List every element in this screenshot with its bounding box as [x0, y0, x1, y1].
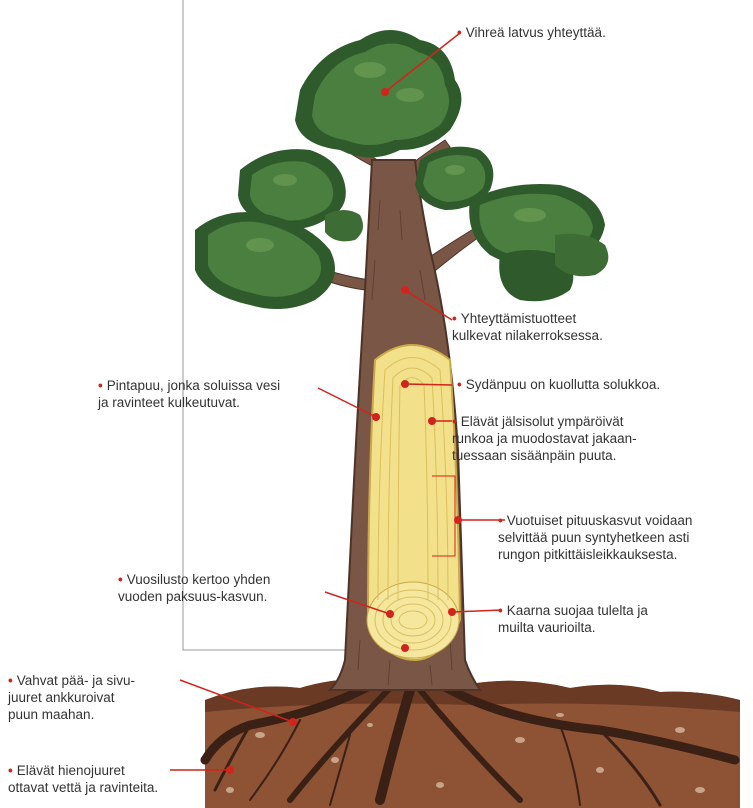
label-heartwood-text: Sydänpuu on kuollutta solukkoa.	[466, 377, 660, 392]
label-growth-line1: Vuotuiset pituuskasvut voidaan	[507, 513, 693, 528]
label-cambium-line2: runkoa ja muodostavat jakaan-	[452, 430, 637, 447]
label-ring: • Vuosilusto kertoo yhden vuoden paksuus-…	[118, 571, 270, 605]
label-cambium-line3: tuessaan sisäänpäin puuta.	[452, 447, 637, 464]
label-fineroots-line1: Elävät hienojuuret	[17, 763, 125, 778]
label-cambium: • Elävät jälsisolut ympäröivät runkoa ja …	[452, 413, 637, 464]
label-mainroots-line1: Vahvat pää- ja sivu-	[17, 673, 135, 688]
bullet: •	[118, 572, 123, 587]
label-cambium-line1: Elävät jälsisolut ympäröivät	[461, 414, 624, 429]
bullet: •	[457, 377, 462, 392]
bullet: •	[498, 603, 503, 618]
label-phloem: • Yhteyttämistuotteet kulkevat nilakerrok…	[452, 310, 603, 344]
label-bark-line1: Kaarna suojaa tulelta ja	[507, 603, 648, 618]
label-growth-line2: selvittää puun syntyhetkeen asti	[498, 529, 692, 546]
bullet: •	[98, 378, 103, 393]
label-phloem-line2: kulkevat nilakerroksessa.	[452, 327, 603, 344]
label-heartwood: • Sydänpuu on kuollutta solukkoa.	[457, 376, 660, 393]
label-ring-line1: Vuosilusto kertoo yhden	[127, 572, 271, 587]
label-fineroots: • Elävät hienojuuret ottavat vettä ja rav…	[8, 762, 158, 796]
label-sapwood-line2: ja ravinteet kulkeutuvat.	[98, 394, 280, 411]
label-growth: • Vuotuiset pituuskasvut voidaan selvittä…	[498, 512, 692, 563]
label-bark: • Kaarna suojaa tulelta ja muilta vaurioi…	[498, 602, 648, 636]
label-fineroots-line2: ottavat vettä ja ravinteita.	[8, 779, 158, 796]
wood-section	[367, 345, 460, 660]
label-bark-line2: muilta vaurioilta.	[498, 619, 648, 636]
bullet: •	[452, 414, 457, 429]
bullet: •	[498, 513, 503, 528]
label-sapwood: • Pintapuu, jonka soluissa vesi ja ravint…	[98, 377, 280, 411]
label-mainroots-line3: puun maahan.	[8, 706, 135, 723]
label-phloem-line1: Yhteyttämistuotteet	[461, 311, 577, 326]
bullet: •	[457, 25, 462, 40]
bullet: •	[8, 763, 13, 778]
label-crown-text: Vihreä latvus yhteyttää.	[466, 25, 606, 40]
bullet: •	[8, 673, 13, 688]
label-mainroots: • Vahvat pää- ja sivu- juuret ankkuroivat…	[8, 672, 135, 723]
label-sapwood-line1: Pintapuu, jonka soluissa vesi	[107, 378, 280, 393]
label-growth-line3: rungon pitkittäisleikkauksesta.	[498, 546, 692, 563]
label-crown: • Vihreä latvus yhteyttää.	[457, 24, 606, 41]
label-mainroots-line2: juuret ankkuroivat	[8, 689, 135, 706]
label-ring-line2: vuoden paksuus-kasvun.	[118, 588, 270, 605]
bullet: •	[452, 311, 457, 326]
